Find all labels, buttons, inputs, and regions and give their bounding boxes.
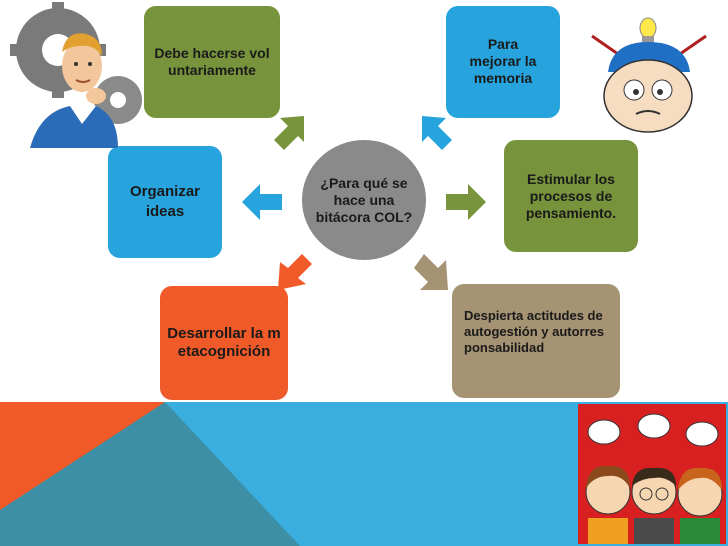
arrow-to-thinking xyxy=(446,184,486,220)
gears-thinking-man-icon xyxy=(10,2,142,148)
node-memory-text: Para mejorar la memoria xyxy=(469,36,537,86)
center-question-text: ¿Para qué se hace una bitácora COL? xyxy=(315,174,413,225)
node-memory: Para mejorar la memoria xyxy=(446,6,560,118)
node-metacognition: Desarrollar la metacognición xyxy=(160,286,288,400)
node-metacognition-text: Desarrollar la metacognición xyxy=(167,325,281,360)
node-voluntary: Debe hacerse voluntariamente xyxy=(144,6,280,118)
node-thinking: Estimular los procesos de pensamiento. xyxy=(504,140,638,252)
arrow-to-memory xyxy=(422,116,452,150)
arrow-to-organize xyxy=(242,184,282,220)
node-voluntary-text: Debe hacerse voluntariamente xyxy=(154,45,270,78)
band-orange xyxy=(0,402,165,510)
arrow-to-attitudes xyxy=(414,254,448,290)
node-attitudes: Despierta actitudes de autogestión y aut… xyxy=(452,284,620,398)
arrow-to-voluntary xyxy=(274,116,304,150)
kids-thinking-icon xyxy=(578,404,726,544)
center-question: ¿Para qué se hace una bitácora COL? xyxy=(302,140,426,260)
thinking-cap-boy-icon xyxy=(591,17,707,133)
node-organize: Organizar ideas xyxy=(108,146,222,258)
node-organize-text: Organizar ideas xyxy=(129,183,201,220)
arrow-to-metacognition xyxy=(278,254,312,290)
node-thinking-text: Estimular los procesos de pensamiento. xyxy=(525,170,617,221)
node-attitudes-text: Despierta actitudes de autogestión y aut… xyxy=(464,308,605,355)
